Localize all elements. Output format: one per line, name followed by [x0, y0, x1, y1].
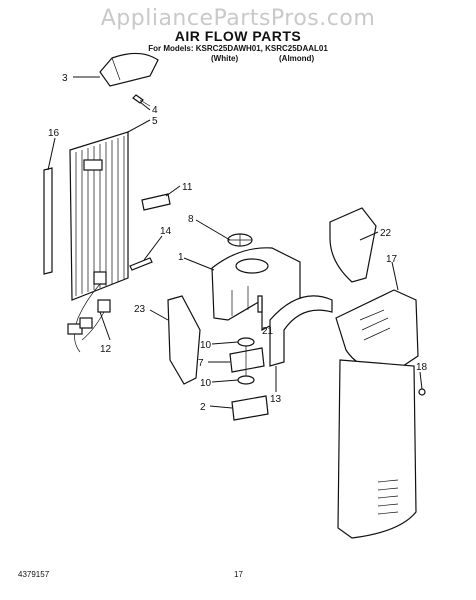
part-fan-housing: [211, 247, 301, 331]
callout-7: 7: [198, 358, 204, 369]
part-fan-blade: [227, 233, 253, 247]
part-side-baffle: [167, 295, 201, 385]
footer-page-number: 17: [234, 570, 243, 579]
part-gasket-strip: [43, 167, 53, 275]
callout-21: 21: [262, 326, 274, 337]
part-screw-18: [418, 388, 426, 396]
part-sensor-14: [129, 257, 153, 271]
watermark: AppliancePartsPros.com: [100, 6, 376, 31]
page-title: AIR FLOW PARTS: [174, 28, 302, 44]
callout-3: 3: [62, 73, 68, 84]
part-bracket-11: [141, 193, 171, 211]
callout-10-upper: 10: [200, 340, 212, 351]
callout-5: 5: [152, 116, 158, 127]
callout-2: 2: [200, 402, 206, 413]
callout-12: 12: [100, 344, 112, 355]
part-fan-motor: [229, 346, 265, 376]
part-screw-4: [132, 94, 151, 107]
callout-18: 18: [416, 362, 428, 373]
callout-8: 8: [188, 214, 194, 225]
part-motor-bracket: [231, 395, 269, 421]
part-channel: [269, 295, 333, 367]
models-line: For Models: KSRC25DAWH01, KSRC25DAAL01: [148, 44, 328, 53]
footer-part-number: 4379157: [18, 570, 50, 579]
callout-4: 4: [152, 105, 158, 116]
callout-17: 17: [386, 254, 398, 265]
callout-22: 22: [380, 228, 392, 239]
model-color-white: (White): [211, 54, 239, 63]
callout-10-lower: 10: [200, 378, 212, 389]
part-grille-panel: [69, 131, 129, 301]
model-color-almond: (Almond): [279, 54, 315, 63]
part-screw-21: [257, 295, 263, 313]
part-wiring-harness: [67, 271, 111, 353]
callout-1: 1: [178, 252, 184, 263]
part-rear-duct-panel: [335, 289, 419, 539]
part-washer-upper: [237, 337, 255, 347]
part-duct-cover: [99, 52, 159, 87]
callout-11: 11: [182, 182, 193, 193]
leader-lines: [47, 76, 423, 409]
callout-labels: 3 4 5 16 11 8 22 14 1 17 23 21 12 10 7 1…: [48, 73, 428, 413]
callout-14: 14: [160, 226, 172, 237]
part-upper-duct: [329, 207, 377, 283]
callout-23: 23: [134, 304, 146, 315]
part-washer-lower: [237, 375, 255, 385]
callout-16: 16: [48, 128, 60, 139]
callout-13: 13: [270, 394, 282, 405]
